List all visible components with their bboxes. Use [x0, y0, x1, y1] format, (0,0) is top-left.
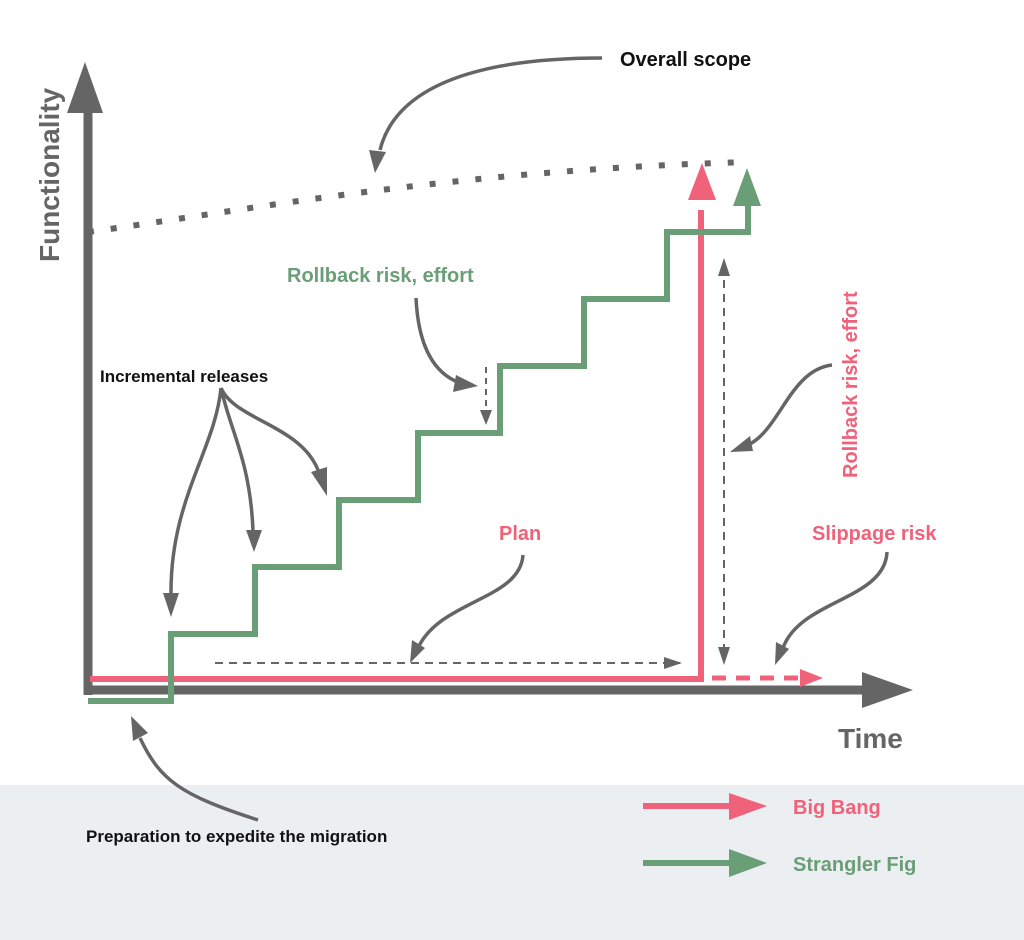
preparation-pointer-arrowhead-icon — [131, 716, 148, 741]
x-axis-label: Time — [838, 723, 903, 754]
strangler-rollback-pointer-arrowhead-icon — [453, 375, 478, 392]
overall-scope-line — [87, 159, 751, 235]
big-bang-rollback-label: Rollback risk, effort — [840, 291, 862, 478]
plan-arrowhead-icon — [664, 657, 682, 669]
plan-label: Plan — [499, 523, 541, 545]
slippage-pointer — [781, 551, 889, 649]
big-bang-rollback-up-arrowhead-icon — [718, 258, 730, 276]
incremental-pointer-2-arrowhead-icon — [246, 530, 262, 552]
big-bang-rollback-pointer — [747, 363, 833, 447]
incremental-pointer-1 — [169, 387, 223, 596]
x-axis-arrowhead-icon — [862, 672, 913, 708]
y-axis-label: Functionality — [34, 87, 65, 262]
legend-label-big-bang: Big Bang — [793, 797, 881, 819]
y-axis — [67, 62, 103, 695]
legend: Big Bang Strangler Fig — [643, 793, 916, 877]
overall-scope-pointer — [378, 56, 603, 151]
legend-label-strangler-fig: Strangler Fig — [793, 854, 916, 876]
slippage-pointer-arrowhead-icon — [775, 642, 789, 665]
y-axis-arrowhead-icon — [67, 62, 103, 113]
strangler-fig-series — [88, 168, 761, 704]
slippage-arrowhead-icon — [800, 669, 823, 687]
legend-item-big-bang: Big Bang — [643, 793, 881, 820]
incremental-pointer-2 — [219, 387, 255, 531]
big-bang-series — [90, 163, 823, 687]
strangler-rollback-label: Rollback risk, effort — [287, 265, 474, 287]
incremental-pointer-3 — [219, 387, 320, 471]
plan-pointer-arrowhead-icon — [410, 640, 425, 663]
plan-pointer — [416, 554, 525, 649]
incremental-pointer-3-arrowhead-icon — [311, 467, 327, 496]
big-bang-legend-arrow-icon — [729, 793, 767, 820]
strangler-fig-legend-arrow-icon — [729, 849, 767, 877]
preparation-pointer — [138, 737, 259, 822]
strangler-fig-arrowhead-icon — [733, 168, 761, 206]
slippage-risk-label: Slippage risk — [812, 523, 937, 545]
big-bang-arrowhead-icon — [688, 163, 716, 200]
legend-band — [0, 785, 1024, 940]
strangler-rollback-pointer — [414, 297, 461, 385]
preparation-label: Preparation to expedite the migration — [86, 827, 387, 846]
incremental-releases-label: Incremental releases — [100, 367, 268, 386]
big-bang-rollback-down-arrowhead-icon — [718, 647, 730, 665]
incremental-pointer-1-arrowhead-icon — [163, 593, 179, 617]
big-bang-rollback-pointer-arrowhead-icon — [730, 436, 753, 452]
strangler-rollback-arrowhead-icon — [480, 410, 492, 425]
x-axis — [84, 672, 913, 708]
overall-scope-pointer-arrowhead-icon — [369, 150, 386, 173]
overall-scope-label: Overall scope — [620, 49, 751, 71]
legend-item-strangler-fig: Strangler Fig — [643, 849, 916, 877]
